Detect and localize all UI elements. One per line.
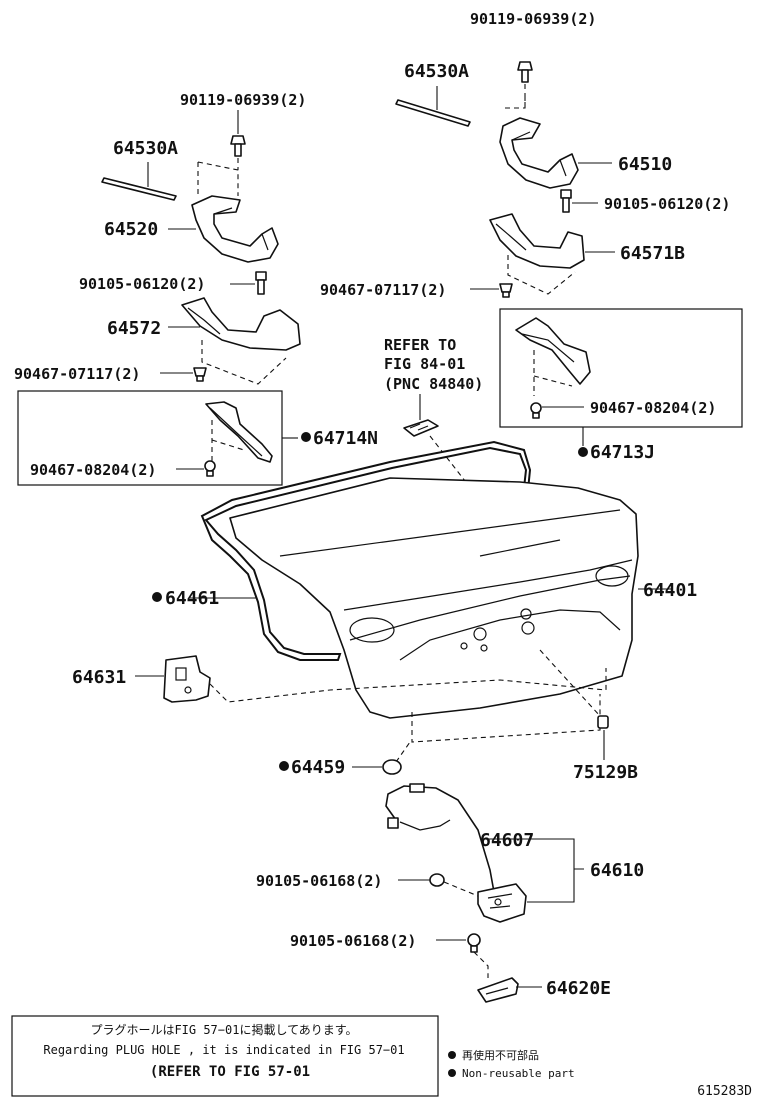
striker-icon [477, 977, 519, 1003]
label-lock-assy: 64610 [590, 860, 644, 881]
clip-box-left-icon [204, 460, 216, 477]
refer-line-2: FIG 84-01 [384, 355, 465, 373]
label-clip-box-right: 90467-08204(2) [590, 399, 716, 417]
rod-left-icon [101, 177, 177, 201]
bolt-hinge-right-icon [560, 189, 572, 213]
refer-line-1: REFER TO [384, 336, 456, 354]
note-japanese: プラグホールはFIG 57−01に掲載してあります。 [90, 1022, 357, 1037]
label-cover-right: 64571B [620, 243, 685, 264]
label-striker: 64620E [546, 978, 611, 999]
label-hinge-right: 64510 [618, 154, 672, 175]
label-bolt-striker: 90105-06168(2) [290, 932, 416, 950]
bolt-lock-icon [429, 873, 445, 887]
bumper-icon [382, 759, 402, 775]
label-bolt-top-right: 90119-06939(2) [470, 10, 596, 28]
label-rod-right: 64530A [404, 61, 469, 82]
label-bolt-top-left: 90119-06939(2) [180, 91, 306, 109]
label-bolt-hinge-right: 90105-06120(2) [604, 195, 730, 213]
label-plug: 75129B [573, 762, 638, 783]
label-bolt-hinge-left: 90105-06120(2) [79, 275, 205, 293]
detail-box-right [499, 308, 743, 428]
refer-line-3: (PNC 84840) [384, 375, 483, 393]
label-garnish-left: 64714N [313, 428, 378, 449]
label-clip-left: 90467-07117(2) [14, 365, 140, 383]
note-refer: (REFER TO FIG 57-01 [150, 1064, 310, 1080]
hinge-right-icon [499, 117, 579, 189]
label-cable: 64607 [480, 830, 534, 851]
note-english: Regarding PLUG HOLE , it is indicated in… [43, 1043, 404, 1057]
legend-english: Non-reusable part [462, 1067, 575, 1080]
hinge-left-icon [191, 195, 279, 263]
legend-dot-icon [448, 1069, 456, 1077]
plug-icon [597, 715, 609, 729]
label-clip-box-left: 90467-08204(2) [30, 461, 156, 479]
cover-right-icon [489, 213, 585, 269]
bolt-top-left-icon [230, 135, 246, 157]
trunk-light-icon [403, 419, 439, 437]
cable-icon [385, 783, 495, 893]
cover-left-icon [181, 297, 301, 351]
note-box [11, 1015, 439, 1097]
garnish-right-icon [515, 317, 591, 385]
bolt-hinge-left-icon [255, 271, 267, 295]
lock-assembly-icon [477, 883, 527, 923]
label-clip-right: 90467-07117(2) [320, 281, 446, 299]
label-weatherstrip: 64461 [165, 588, 219, 609]
label-garnish-right: 64713J [590, 442, 655, 463]
garnish-left-icon [205, 401, 273, 463]
legend-japanese: 再使用不可部品 [462, 1048, 539, 1062]
label-bracket: 64631 [72, 667, 126, 688]
label-hinge-left: 64520 [104, 219, 158, 240]
bolt-top-right-icon [517, 61, 533, 83]
clip-left-icon [193, 367, 207, 382]
figure-id: 615283D [697, 1084, 752, 1099]
rod-right-icon [395, 99, 471, 127]
luggage-lid-icon [229, 477, 639, 719]
weatherstrip-icon [200, 440, 532, 661]
label-bolt-lock: 90105-06168(2) [256, 872, 382, 890]
clip-box-right-icon [530, 402, 542, 419]
legend-dot-icon [448, 1051, 456, 1059]
label-cover-left: 64572 [107, 318, 161, 339]
label-bumper: 64459 [291, 757, 345, 778]
bracket-icon [163, 655, 211, 703]
label-rod-left: 64530A [113, 138, 178, 159]
label-lid: 64401 [643, 580, 697, 601]
clip-right-icon [499, 283, 513, 298]
bolt-striker-icon [467, 933, 481, 953]
